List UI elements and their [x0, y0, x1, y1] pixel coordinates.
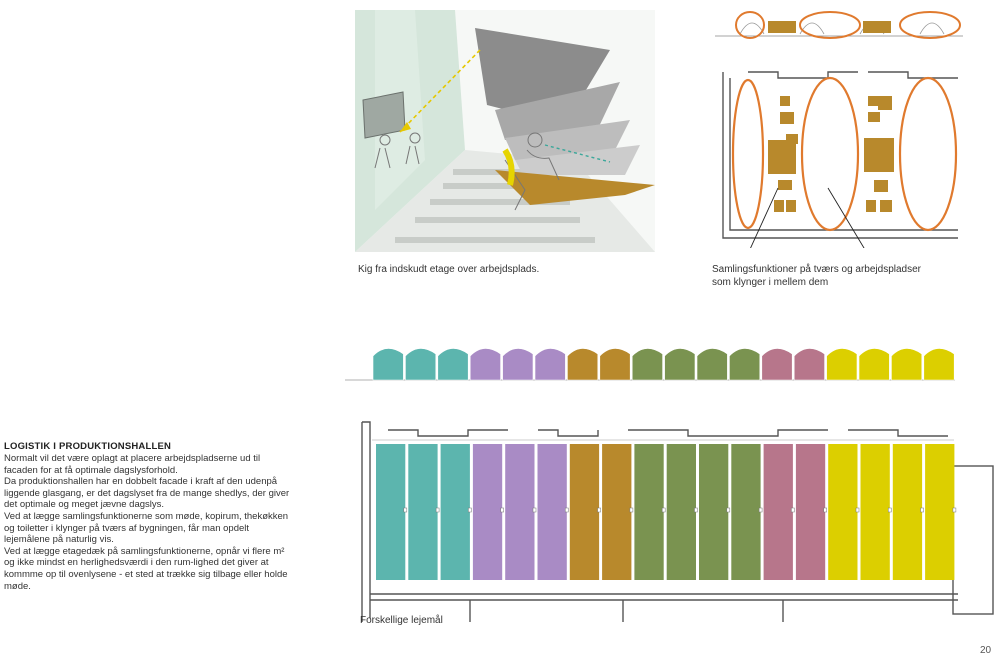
section-bay-purple	[502, 348, 534, 381]
tenancy-plan-svg	[361, 421, 994, 622]
section-bay-green	[696, 348, 728, 381]
plan-bay-purple	[505, 444, 535, 580]
plan-bay-teal	[440, 444, 470, 580]
sketch-caption: Kig fra indskudt etage over arbejdsplads…	[358, 264, 540, 275]
plan-bay-green	[634, 444, 664, 580]
plan-column-marker	[823, 507, 827, 513]
top-plan-svg	[722, 71, 958, 248]
body-paragraph-2: Da produktionshallen har en dobbelt faca…	[4, 476, 290, 511]
section-bay-teal	[437, 348, 469, 381]
plan-column-marker	[791, 507, 795, 513]
section-bay-yellow	[826, 348, 858, 381]
plan-column-marker	[855, 507, 860, 513]
plan-bay-teal	[376, 444, 406, 580]
plan-column-marker	[758, 507, 763, 513]
plan-bay-teal	[408, 444, 438, 580]
plan-column-marker	[435, 507, 440, 513]
plan-bay-yellow	[892, 444, 923, 580]
section-bay-yellow	[858, 348, 890, 381]
body-paragraph-4: Ved at lægge etagedæk på samlingsfunktio…	[4, 545, 288, 592]
plan-bay-green	[699, 444, 729, 580]
plan-bay-ochre	[602, 444, 632, 580]
section-body: Normalt vil det være oplagt at placere a…	[4, 453, 294, 592]
sketch-drawing	[355, 10, 655, 252]
plan-top-caption-line2: som klynger i mellem dem	[712, 277, 829, 288]
section-bay-ochre	[599, 348, 631, 381]
plan-bay-rose	[795, 444, 826, 580]
section-bay-teal	[372, 348, 404, 381]
section-bay-purple	[534, 348, 566, 381]
plan-column-marker	[403, 507, 408, 513]
section-bay-yellow	[923, 348, 955, 381]
page-number: 20	[980, 645, 992, 656]
plan-column-marker	[726, 507, 731, 513]
plan-bay-yellow	[860, 444, 890, 580]
section-bay-rose	[761, 348, 793, 381]
tenancy-plan-drawing	[358, 418, 998, 626]
section-bay-green	[631, 348, 663, 381]
plan-column-marker	[500, 507, 504, 513]
section-bay-green	[729, 348, 761, 381]
plan-bay-purple	[537, 444, 567, 580]
section-bay-yellow	[891, 348, 923, 381]
plan-bay-ochre	[569, 444, 600, 580]
plan-bay-green	[731, 444, 761, 580]
plan-bay-yellow	[925, 444, 955, 580]
section-heading: LOGISTIK I PRODUKTIONSHALLEN	[4, 441, 172, 452]
top-plan-drawing	[718, 68, 963, 248]
tenancy-section-drawing	[345, 338, 955, 384]
top-section-drawing	[705, 8, 965, 42]
section-bay-teal	[405, 348, 437, 381]
section-bay-green	[664, 348, 696, 381]
body-paragraph-3: Ved at lægge samlingsfunktionerne som mø…	[4, 510, 289, 546]
plan-bay-yellow	[828, 444, 858, 580]
plan-column-marker	[468, 507, 472, 513]
plan-top-caption: Samlingsfunktioner på tværs og arbejdspl…	[712, 263, 921, 289]
plan-column-marker	[532, 507, 537, 513]
plan-bay-purple	[472, 444, 503, 580]
body-paragraph-1: Normalt vil det være oplagt at placere a…	[4, 453, 261, 476]
plan-column-marker	[661, 507, 666, 513]
plan-column-marker	[888, 507, 892, 513]
plan-top-caption-line1: Samlingsfunktioner på tværs og arbejdspl…	[712, 264, 921, 275]
plan-bay-rose	[763, 444, 793, 580]
top-section-svg	[715, 11, 963, 39]
plan-column-marker	[694, 507, 698, 513]
plan-column-marker	[952, 507, 957, 513]
perspective-sketch	[355, 10, 655, 252]
plan-column-marker	[565, 507, 569, 513]
section-bay-purple	[469, 348, 501, 381]
section-bay-rose	[793, 348, 825, 381]
plan-bottom-caption: Forskellige lejemål	[360, 615, 443, 626]
plan-column-marker	[629, 507, 634, 513]
plan-column-marker	[597, 507, 601, 513]
plan-column-marker	[920, 507, 924, 513]
tenancy-section-svg	[345, 348, 955, 381]
plan-bay-green	[666, 444, 696, 580]
section-bay-ochre	[567, 348, 599, 381]
